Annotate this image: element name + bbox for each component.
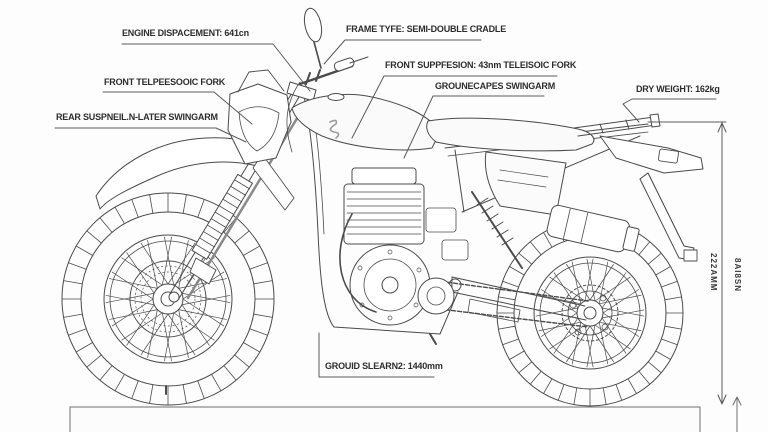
callout-front-suspension: FRONT SUPPFESION: 43nm TELEISOIC FORK [385,60,577,70]
leader-rear-suspension [54,127,247,143]
seat [426,117,595,152]
front-wheel [61,192,275,406]
side-panel [484,151,567,216]
handlebar [286,7,369,153]
dimension-height-label-left: 222AMM [709,253,718,292]
callout-ground-clearance: GROUID SLEARN2: 1440mm [325,361,443,371]
callout-leaders [54,39,717,378]
leader-dry-weight [622,98,717,123]
headlight-cowl [227,69,292,165]
dimension-height-label-right: 8AI8SN [733,258,742,293]
taillight [658,148,679,164]
tank-logo [329,119,340,139]
height-dimension [647,121,727,405]
leader-ground-clearance [318,332,435,378]
callout-swingarm: GROUNECAPES SWINGARM [435,81,556,91]
callout-rear-suspension: REAR SUSPNEIL.N-LATER SWINGARM [56,112,218,122]
callout-frame-type: FRAME TYFE: SEMI-DOUBLE CRADLE [346,24,506,34]
ground-base [69,396,742,432]
leader-swingarm [403,95,545,159]
mirror [303,7,323,69]
exhaust-muffler [546,204,640,253]
leader-front-fork [102,91,253,125]
leader-frame-type [323,39,482,65]
rear-wheel [496,219,684,407]
rear-rack [573,113,661,137]
leader-engine-displacement [121,43,311,92]
callout-engine-displacement: ENGINE DISPACEMENT: 641cn [122,28,249,38]
front-fork [168,81,317,303]
callout-front-fork: FRONT TELPEESOOIC FORK [104,77,226,87]
leader-front-suspension [351,75,558,139]
rear-fender [599,135,704,262]
fuel-tank [291,93,441,151]
engine [339,167,469,326]
callout-dry-weight: DRY WEIGHT: 162kg [636,84,720,94]
